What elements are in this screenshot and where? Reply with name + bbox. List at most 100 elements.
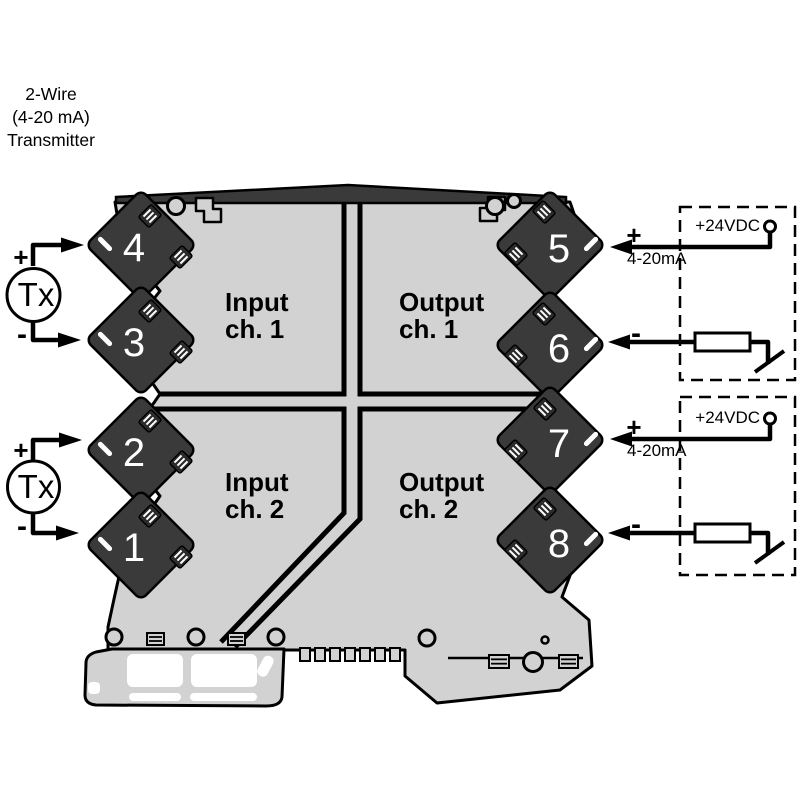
clip-slot-1 [129, 693, 181, 701]
tooth [299, 647, 311, 662]
tx2-minus-wire [30, 513, 57, 536]
load-resistor-2 [693, 522, 752, 544]
loop2-supply-wire [632, 424, 773, 442]
loop1-supply-terminal [763, 219, 777, 234]
loop1-plus-sign: + [626, 220, 641, 250]
screw-icon [504, 539, 528, 563]
tooth [389, 647, 401, 662]
input-ch2-label-line2: ch. 2 [225, 494, 284, 524]
load-resistor-1 [693, 331, 752, 353]
input-ch2-label-line1: Input [225, 467, 289, 497]
loop2-supply-label: +24VDC [695, 408, 760, 427]
screw-icon [504, 439, 528, 463]
terminal-1-block [87, 491, 195, 599]
terminal-5-slot [583, 236, 599, 252]
terminal-5-block [496, 191, 604, 299]
clip-window-2 [191, 654, 257, 687]
terminal-3: 3 [87, 286, 195, 394]
output-loop-2: +24VDC + 4-20mA - [608, 395, 797, 577]
loop1-contact-stroke [753, 349, 786, 374]
terminal-1: 1 [87, 491, 195, 599]
clip-window-1 [127, 654, 183, 687]
terminal-4-block [87, 191, 195, 299]
transmitter-circuit-2: Tx + - [6, 432, 82, 543]
loop1-minus-arrowhead [608, 334, 630, 350]
clip-slot-2 [190, 693, 257, 701]
terminal-7-block [496, 386, 604, 494]
tx1-minus-wire [30, 320, 59, 343]
tx1-plus-arrowhead [61, 237, 84, 253]
terminal-5-number: 5 [548, 227, 570, 271]
loop2-signal-label: 4-20mA [627, 441, 687, 460]
border-output-ch1 [357, 203, 552, 397]
foot-bolt-3 [266, 627, 286, 647]
terminal-4-slot [97, 236, 113, 252]
tx1-plus-wire [30, 242, 62, 266]
top-left-latch-icon [166, 196, 223, 224]
loop2-plus-arrowhead [610, 431, 632, 447]
top-right-latch-icon [478, 193, 522, 223]
clip-notch [88, 682, 100, 694]
flat-screw-icon [488, 654, 510, 669]
tx2-plus-wire [30, 437, 60, 461]
foot-screw-icons [146, 632, 579, 669]
loop1-load-wire [750, 339, 771, 364]
terminal-2-number: 2 [123, 431, 145, 475]
tx2-minus-sign: - [17, 510, 27, 543]
tx1-plus-sign: + [13, 242, 28, 272]
output-ch1-label-line1: Output [399, 287, 485, 317]
output-ch1-label-line2: ch. 1 [399, 314, 458, 344]
screw-icon [138, 504, 162, 528]
quadrant-labels: Input ch. 1 Output ch. 1 Input ch. 2 Out… [225, 287, 485, 524]
loop1-plus-arrowhead [610, 239, 632, 255]
foot-bolt-1 [104, 627, 124, 647]
tx2-plus-arrowhead [59, 432, 82, 448]
loop1-signal-label: 4-20mA [627, 249, 687, 268]
terminal-7-slot [583, 431, 599, 447]
loop2-minus-sign: - [631, 508, 641, 541]
latch-right-ring [485, 196, 505, 216]
terminal-3-block [87, 286, 195, 394]
transmitter-title: 2-Wire (4-20 mA) Transmitter [7, 84, 95, 150]
latch-left-hook [194, 196, 223, 224]
foot-bolt-2 [186, 627, 206, 647]
latch-right-pin [506, 193, 522, 209]
supply-loop-box-1 [678, 205, 797, 382]
terminal-7: 7 [496, 386, 604, 494]
loop1-minus-sign: - [631, 317, 641, 350]
terminal-8-number: 8 [548, 522, 570, 566]
screw-icon [138, 299, 162, 323]
screw-icon [533, 397, 557, 421]
terminal-7-number: 7 [548, 422, 570, 466]
screw-icon [532, 302, 556, 326]
terminal-5: 5 [496, 191, 604, 299]
loop2-minus-arrowhead [608, 525, 630, 541]
title-line-3: Transmitter [7, 130, 95, 150]
terminal-6-number: 6 [548, 327, 570, 371]
screw-icon [138, 409, 162, 433]
screw-icon [504, 242, 528, 266]
output-loop-1: +24VDC + 4-20mA - [608, 205, 797, 382]
terminal-6-block [496, 291, 604, 399]
latch-left-ring [166, 196, 186, 216]
terminal-screw-icons [138, 200, 557, 569]
tx1-minus-arrowhead [58, 332, 81, 348]
tx1-circle [5, 267, 62, 323]
screw-icon [169, 450, 193, 474]
loop1-supply-wire [632, 232, 773, 250]
terminal-2-block [87, 396, 195, 504]
tooth [314, 647, 326, 662]
tooth [374, 647, 386, 662]
terminal-4: 4 [87, 191, 195, 299]
terminal-1-slot [97, 536, 113, 552]
foot-bolt-4 [417, 628, 437, 648]
terminal-3-number: 3 [123, 321, 145, 365]
isolator-device: 4 3 2 1 5 6 7 [83, 183, 604, 708]
terminal-2: 2 [87, 396, 195, 504]
border-input-ch1 [160, 203, 347, 397]
screw-icon [138, 204, 162, 228]
tooth [359, 647, 371, 662]
screw-icon [169, 340, 193, 364]
loop1-supply-label: +24VDC [695, 216, 760, 235]
